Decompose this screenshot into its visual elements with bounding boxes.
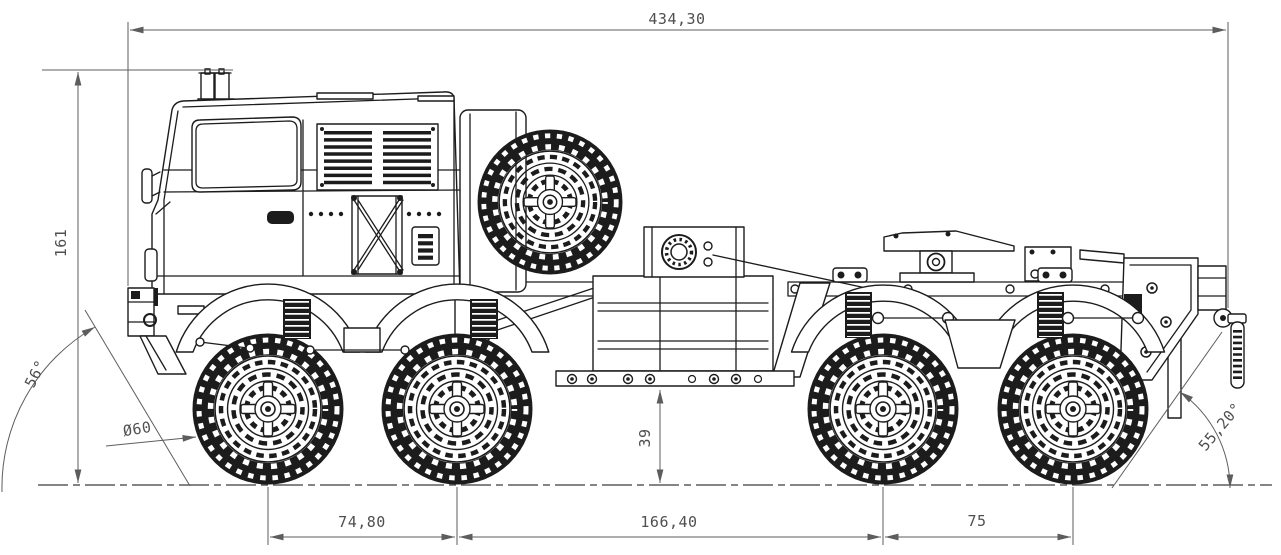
louver-vent-panel [316, 123, 439, 191]
approach-angle-arc [1, 326, 96, 493]
door-window [191, 116, 302, 193]
roof-vent [316, 92, 374, 100]
wheel-axle-2 [383, 335, 532, 484]
dim-tire-diameter-label: Ø60 [122, 418, 153, 440]
wheel-axle-4 [999, 335, 1148, 484]
x-brace-panel [351, 195, 404, 275]
dim-approach-angle-label: 56° [21, 357, 50, 391]
dim-overall-length-label: 434,30 [648, 10, 705, 28]
tow-hook [143, 313, 157, 327]
truck-artwork [127, 68, 1247, 484]
wheel-axle-3 [809, 335, 958, 484]
coil-spring [283, 299, 311, 339]
dim-overall-height-label: 161 [52, 229, 70, 258]
driveline-bolts [566, 373, 763, 385]
dim-ground-clearance-label: 39 [636, 428, 654, 447]
dim-departure-angle-label: 55,20° [1195, 399, 1246, 454]
dim-axle2-axle3-label: 166,40 [640, 513, 697, 531]
suspension [195, 267, 1145, 369]
tow-pintle [1197, 265, 1247, 389]
coil-spring [470, 299, 498, 339]
dim-axle3-axle4-label: 75 [967, 512, 986, 530]
wheel-axle-1 [194, 335, 343, 484]
grab-handle [144, 248, 158, 282]
cab [141, 68, 461, 306]
coil-spring [1037, 292, 1064, 338]
door-handle [267, 211, 294, 224]
side-grille [411, 226, 440, 266]
departure-angle-arc [1179, 391, 1234, 489]
roof-vent [417, 95, 455, 102]
cab-rivets [308, 211, 442, 217]
front-guard [139, 335, 187, 375]
dim-axle1-axle2-label: 74,80 [338, 513, 386, 531]
mid-rack [555, 275, 795, 387]
departure-angle-line [1111, 331, 1223, 489]
fifth-wheel [883, 230, 1072, 283]
rear-body [1079, 249, 1247, 419]
coil-spring [845, 292, 872, 338]
mirror [141, 168, 161, 204]
front-bumper [127, 287, 205, 375]
approach-angle-line [84, 309, 191, 487]
